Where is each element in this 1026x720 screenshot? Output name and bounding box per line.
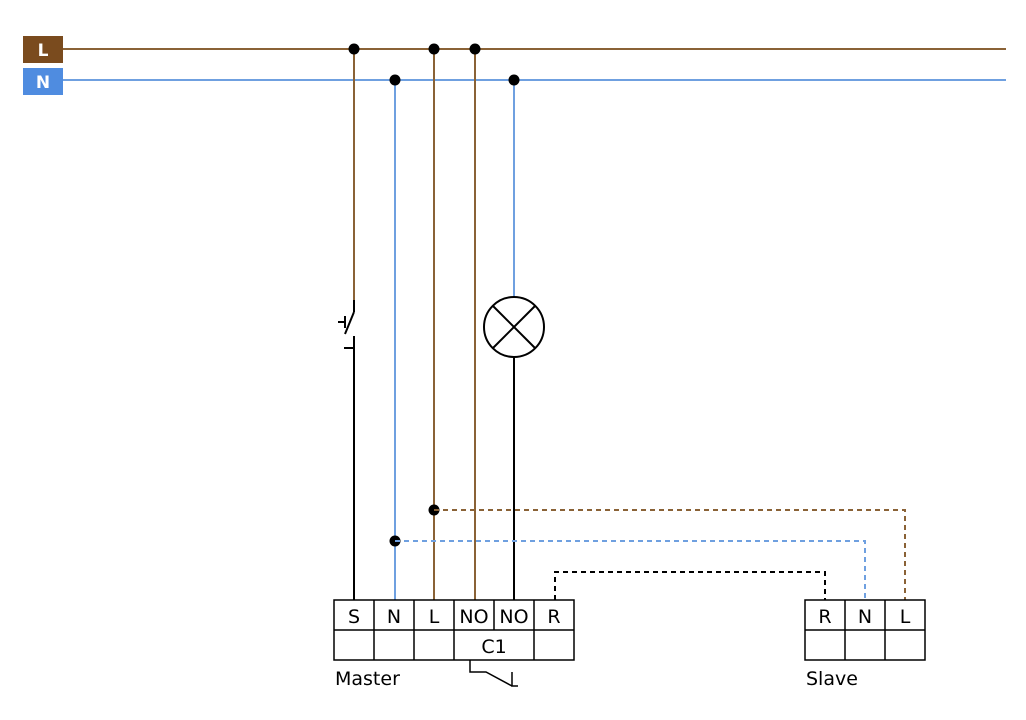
junction-dot <box>428 43 440 55</box>
bus-l-label: L <box>38 41 49 61</box>
bus-n-badge: N <box>23 68 63 95</box>
master-terminal-s: S <box>348 606 360 628</box>
slave-terminal-r: R <box>818 606 831 628</box>
master-terminal-no-2: NO <box>499 606 528 628</box>
dashed-r-to-slave <box>554 571 826 600</box>
push-button-switch-icon <box>338 300 355 600</box>
junction-dot <box>469 43 481 55</box>
master-contact-label: C1 <box>481 636 506 658</box>
master-terminal-r: R <box>547 606 560 628</box>
junction-dot <box>508 74 520 86</box>
junction-dot <box>389 74 401 86</box>
master-terminal-n: N <box>387 606 401 628</box>
slave-terminal-l: L <box>900 606 911 628</box>
dashed-n-to-slave <box>395 540 866 600</box>
slave-module <box>804 599 926 661</box>
master-terminal-no-1: NO <box>459 606 488 628</box>
slave-terminal-n: N <box>858 606 872 628</box>
master-module <box>333 599 575 661</box>
master-caption: Master <box>335 668 400 690</box>
master-terminal-l: L <box>429 606 440 628</box>
relay-contact-icon <box>469 660 518 687</box>
dashed-l-to-slave <box>434 509 906 600</box>
bus-n-label: N <box>36 73 50 93</box>
lamp-icon <box>483 296 545 358</box>
slave-caption: Slave <box>806 668 858 690</box>
bus-l-badge: L <box>23 36 63 63</box>
junction-dot <box>348 43 360 55</box>
